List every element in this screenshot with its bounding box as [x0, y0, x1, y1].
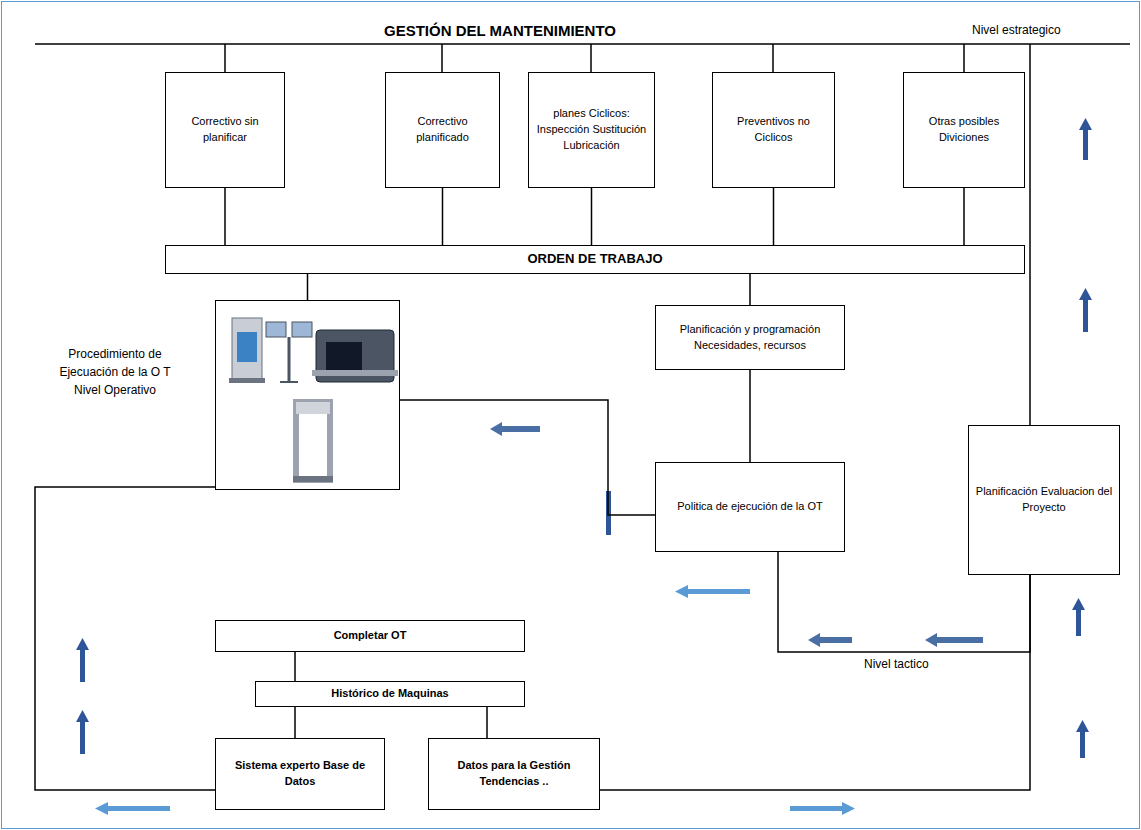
bar-drop [224, 44, 226, 72]
node-text: ORDEN DE TRABAJO [527, 250, 662, 269]
node-text: Histórico de Maquinas [331, 686, 448, 702]
flow-arrows [76, 118, 1092, 815]
maintenance-type-box: Correctivo planificado [385, 72, 500, 188]
database-box: Sistema experto Base de Datos [215, 738, 385, 810]
process-box: Completar OT [215, 620, 525, 652]
connector [224, 188, 226, 245]
node-text: Sistema experto Base de Datos [222, 758, 378, 790]
connector [294, 652, 296, 681]
level-label: Nivel tactico [862, 657, 931, 671]
feedback-line [1029, 44, 1031, 425]
connector [591, 188, 593, 245]
level-label: Nivel estrategico [970, 23, 1063, 37]
node-text: Planificación Evaluacion del Proyecto [975, 484, 1113, 516]
connector [294, 707, 296, 738]
connector [35, 487, 215, 790]
maintenance-type-box: Otras posibles Diviciones [903, 72, 1025, 188]
connector [749, 370, 751, 462]
node-text: Planificación y programación Necesidades… [662, 322, 838, 354]
management-bar [35, 43, 1130, 45]
node-text: Correctivo planificado [392, 114, 493, 146]
history-band: Histórico de Maquinas [255, 681, 525, 707]
execution-box: Procedimiento de Ejecuación de la O T Ni… [215, 300, 400, 490]
bar-drop [590, 44, 592, 72]
connector [442, 188, 444, 245]
node-heading: Procedimiento de Ejecuación de la O T Ni… [56, 345, 174, 399]
work-order-band: ORDEN DE TRABAJO [165, 245, 1025, 274]
connector [773, 188, 775, 245]
connector [963, 188, 965, 245]
node-text: Correctivo sin planificar [172, 114, 278, 146]
connector [486, 707, 488, 738]
connector [307, 274, 309, 300]
node-text: Otras posibles Diviciones [910, 114, 1018, 146]
maintenance-type-box: planes Ciclicos: Inspección Sustitución … [528, 72, 655, 188]
bar-drop [963, 44, 965, 72]
node-text: Completar OT [334, 628, 407, 644]
maintenance-type-box: Preventivos no Ciclicos [712, 72, 835, 188]
process-box: Politica de ejecución de la OT [655, 462, 845, 552]
connector [400, 400, 655, 515]
scanner-illustration [229, 318, 398, 482]
connector [600, 575, 1030, 790]
bar-drop [772, 44, 774, 72]
process-box: Planificación y programación Necesidades… [655, 305, 845, 370]
diagram-title: GESTIÓN DEL MANTENIMIENTO [300, 22, 700, 39]
node-text: Preventivos no Ciclicos [719, 114, 828, 146]
data-box: Datos para la Gestión Tendencias .. [428, 738, 600, 810]
node-text: Datos para la Gestión Tendencias .. [435, 758, 593, 790]
bar-drop [441, 44, 443, 72]
connector [749, 274, 751, 305]
maintenance-type-box: Correctivo sin planificar [165, 72, 285, 188]
process-box: Planificación Evaluacion del Proyecto [968, 425, 1120, 575]
node-text: planes Ciclicos: Inspección Sustitución … [535, 106, 648, 154]
node-text: Politica de ejecución de la OT [677, 499, 823, 515]
